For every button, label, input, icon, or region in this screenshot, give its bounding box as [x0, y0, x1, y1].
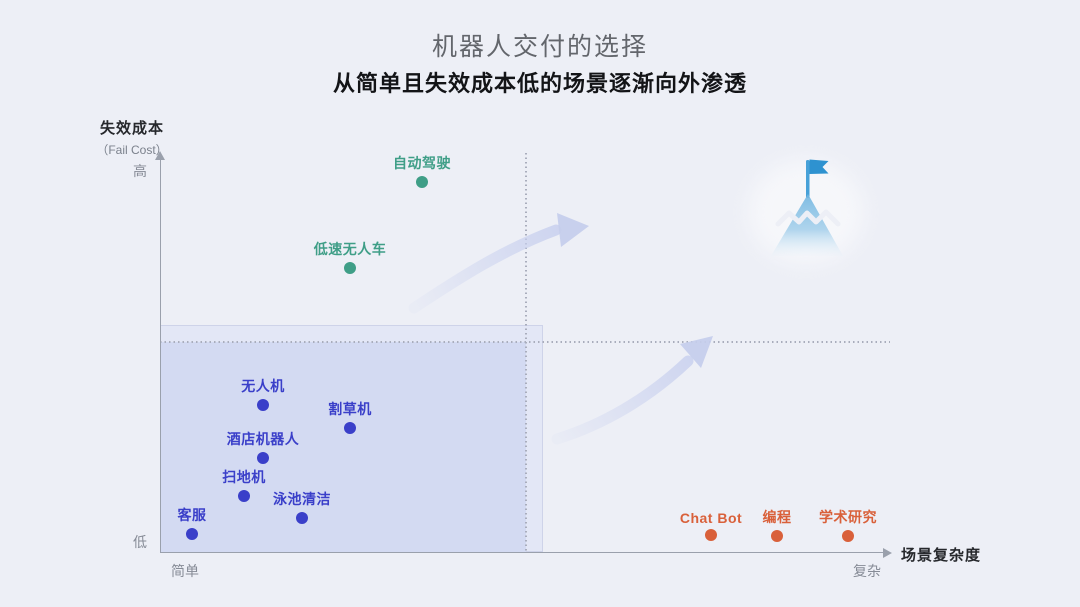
point-label: 自动驾驶 — [393, 155, 451, 171]
point-dot — [842, 530, 854, 542]
x-min-label: 简单 — [171, 563, 199, 579]
point-label: 无人机 — [241, 378, 285, 394]
data-point-酒店机器人: 酒店机器人 — [227, 431, 299, 464]
point-dot — [344, 422, 356, 434]
y-min-label: 低 — [133, 534, 147, 550]
point-label: 学术研究 — [819, 509, 877, 525]
point-dot — [705, 529, 717, 541]
point-dot — [257, 399, 269, 411]
point-label: 编程 — [762, 509, 792, 525]
threshold-line-vertical — [525, 153, 527, 552]
data-point-泳池清洁: 泳池清洁 — [273, 491, 331, 524]
y-max-label: 高 — [133, 163, 147, 179]
highlight-box-inner — [160, 342, 526, 552]
y-axis-title: 失效成本 — [99, 120, 164, 137]
x-axis-line — [160, 551, 886, 553]
point-label: 泳池清洁 — [273, 491, 331, 507]
data-point-低速无人车: 低速无人车 — [314, 241, 386, 274]
data-point-割草机: 割草机 — [328, 401, 371, 434]
x-max-label: 复杂 — [853, 563, 881, 579]
point-label: 割草机 — [328, 401, 372, 417]
point-label: 客服 — [177, 507, 207, 523]
data-point-自动驾驶: 自动驾驶 — [393, 155, 451, 188]
y-axis-line — [159, 158, 161, 552]
y-axis-arrowhead-icon — [155, 151, 165, 160]
point-label: 酒店机器人 — [226, 431, 300, 447]
point-dot — [186, 528, 198, 540]
y-axis-title-block: 失效成本 （Fail Cost） — [92, 117, 172, 158]
page-title: 机器人交付的选择 — [431, 33, 648, 61]
data-point-学术研究: 学术研究 — [819, 509, 877, 542]
point-dot — [238, 490, 250, 502]
data-point-编程: 编程 — [763, 509, 791, 542]
point-label: 扫地机 — [222, 469, 266, 485]
point-label: Chat Bot — [679, 510, 743, 526]
data-point-无人机: 无人机 — [241, 378, 284, 411]
data-point-扫地机: 扫地机 — [222, 469, 265, 502]
point-dot — [296, 512, 308, 524]
point-dot — [771, 530, 783, 542]
data-point-客服: 客服 — [178, 507, 206, 540]
x-axis-title: 场景复杂度 — [901, 547, 982, 564]
point-dot — [416, 176, 428, 188]
y-axis-unit: （Fail Cost） — [96, 143, 168, 157]
point-dot — [257, 452, 269, 464]
point-dot — [344, 262, 356, 274]
page-subtitle: 从简单且失效成本低的场景逐渐向外渗透 — [332, 71, 747, 96]
data-point-Chat Bot: Chat Bot — [680, 510, 742, 541]
point-label: 低速无人车 — [313, 241, 387, 257]
x-axis-arrowhead-icon — [883, 547, 892, 558]
